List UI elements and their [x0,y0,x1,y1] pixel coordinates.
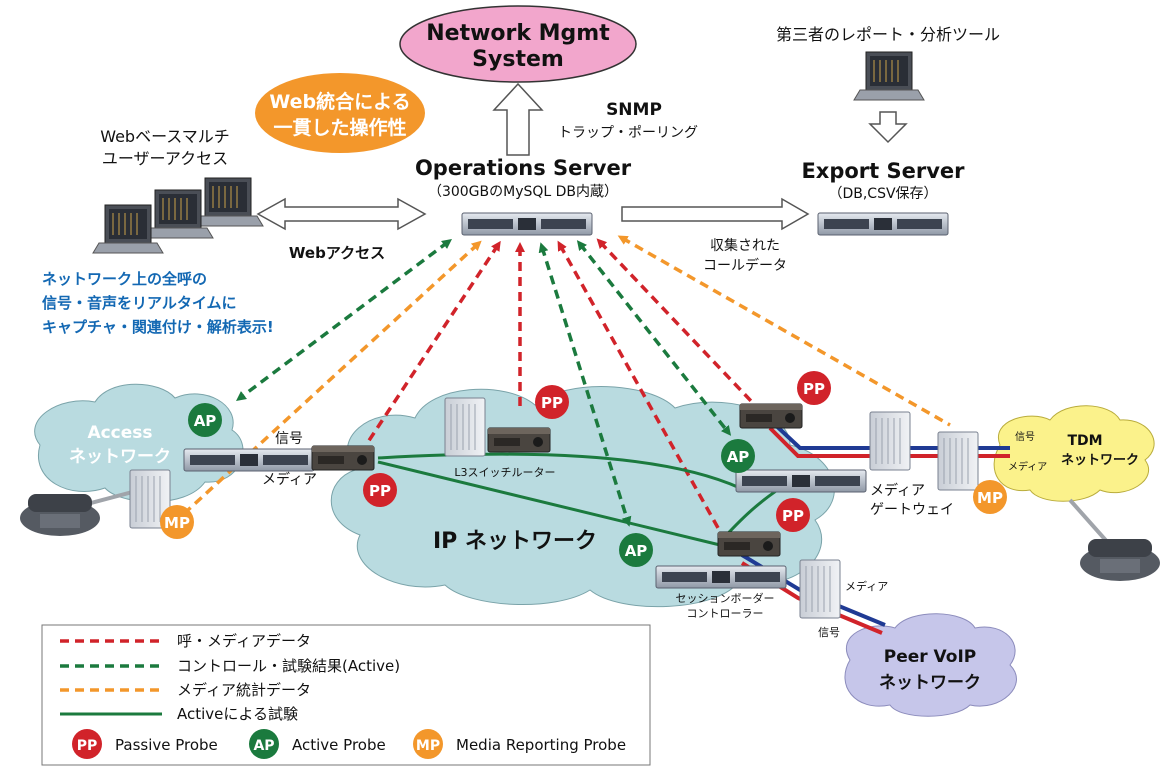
tdm-cloud [993,405,1155,502]
legend-media-reporting-probe: Media Reporting Probe [456,736,626,754]
svg-text:PP: PP [369,482,391,500]
web-bubble [255,73,425,153]
tdm-media-label: メディア [1008,460,1047,473]
legend-mp-badge [413,729,443,759]
l3-switch-device-icon [487,427,551,453]
phone-icon [1080,539,1160,581]
mp-badge: MP [160,505,194,539]
tdm-cloud-line2: ネットワーク [1061,453,1139,468]
media-gateway-server-icon [735,469,867,493]
peer-cloud-line1: Peer VoIP [884,647,977,667]
svg-text:AP: AP [727,448,750,466]
export-down-arrow [868,111,908,144]
capture-line2: 信号・音声をリアルタイムに [42,294,237,312]
snmp-title: SNMP [606,100,662,120]
pp-badge: PP [535,385,569,419]
legend-ap-badge [249,729,279,759]
sbc-server-icon [655,565,787,589]
third-party-laptop-icon [853,51,925,101]
legend-active-probe: Active Probe [292,736,386,754]
svg-text:PP: PP [803,380,825,398]
legend-pp-badge [72,729,102,759]
data-flow-lines [186,235,951,536]
media-gateway-rack-icon [869,411,911,471]
l3-label: L3スイッチルーター [454,466,555,479]
tdm-cloud-line1: TDM [1067,433,1102,449]
mp-badge: MP [973,480,1007,514]
svg-text:MP: MP [977,489,1003,507]
nms-line2: System [472,47,564,72]
legend-item-call-media: 呼・メディアデータ [177,632,311,650]
web-access-label: Webアクセス [289,244,385,262]
gateway-probe-device-icon [739,403,803,429]
access-probe-device-icon [311,445,375,471]
svg-text:AP: AP [194,412,217,430]
ap-badge: AP [188,403,222,437]
export-server-title: Export Server [801,159,965,183]
legend-ap-badge-label: AP [253,738,274,754]
ops-server-title: Operations Server [415,156,632,180]
sbc-line1: セッションボーダー [676,591,775,605]
capture-line1: ネットワーク上の全呼の [42,270,207,288]
legend: 呼・メディアデータ コントロール・試験結果(Active) メディア統計データ … [41,624,651,766]
svg-text:AP: AP [625,542,648,560]
access-cloud-line2: ネットワーク [69,447,171,467]
collected-line1: 収集された [710,237,780,254]
peer-signal-label: 信号 [818,626,840,639]
web-access-arrow [256,197,427,231]
nms-line1: Network Mgmt [426,21,610,46]
ops-server-icon [461,212,593,236]
peer-rack-icon [799,559,841,619]
tdm-rack-icon [937,431,979,491]
snmp-arrow [492,82,544,156]
collected-line2: コールデータ [703,257,787,274]
media-gw-line2: ゲートウェイ [870,502,954,518]
legend-mp-badge-label: MP [416,738,440,754]
signal-label: 信号 [275,431,303,447]
web-bubble-line2: 一貫した操作性 [273,116,406,139]
peer-media-label: メディア [845,579,888,593]
sbc-probe-device-icon [717,531,781,557]
media-label: メディア [262,471,317,488]
tdm-signal-label: 信号 [1015,431,1035,443]
user-laptop-icon [142,189,214,239]
svg-text:MP: MP [164,514,190,532]
multi-user-line1: Webベースマルチ [100,127,230,146]
ap-badge: AP [721,439,755,473]
access-cloud-line1: Access [87,423,152,443]
pp-badge: PP [363,473,397,507]
svg-text:PP: PP [541,394,563,412]
ip-cloud-label: IP ネットワーク [433,529,597,554]
legend-item-media-stats: メディア統計データ [177,681,311,699]
user-laptop-icon [192,177,264,227]
snmp-sub: トラップ・ポーリング [558,125,698,141]
ops-server-sub: （300GBのMySQL DB内蔵） [428,184,618,200]
pp-badge: PP [797,371,831,405]
nms-bubble [399,5,637,83]
sbc-line2: コントローラー [687,607,764,620]
peer-voip-cloud [844,613,1017,717]
capture-line3: キャプチャ・関連付け・解析表示! [42,318,274,336]
l3-rack-icon [444,397,486,457]
legend-item-active-test: Activeによる試験 [177,705,298,723]
third-party-label: 第三者のレポート・分析ツール [776,25,1000,44]
peer-cloud-line2: ネットワーク [879,673,981,693]
phone-icon [20,494,100,536]
legend-item-control: コントロール・試験結果(Active) [177,657,400,675]
export-server-icon [817,212,949,236]
multi-user-line2: ユーザーアクセス [102,149,228,168]
web-bubble-line1: Web統合による [269,90,410,113]
collected-arrow [621,197,810,231]
export-server-sub: （DB,CSV保存） [828,186,937,202]
ap-badge: AP [619,533,653,567]
access-switch-icon [183,448,315,472]
media-gw-line1: メディア [870,482,925,499]
svg-text:PP: PP [782,507,804,525]
legend-passive-probe: Passive Probe [115,736,218,754]
pp-badge: PP [776,498,810,532]
legend-pp-badge-label: PP [77,738,98,754]
